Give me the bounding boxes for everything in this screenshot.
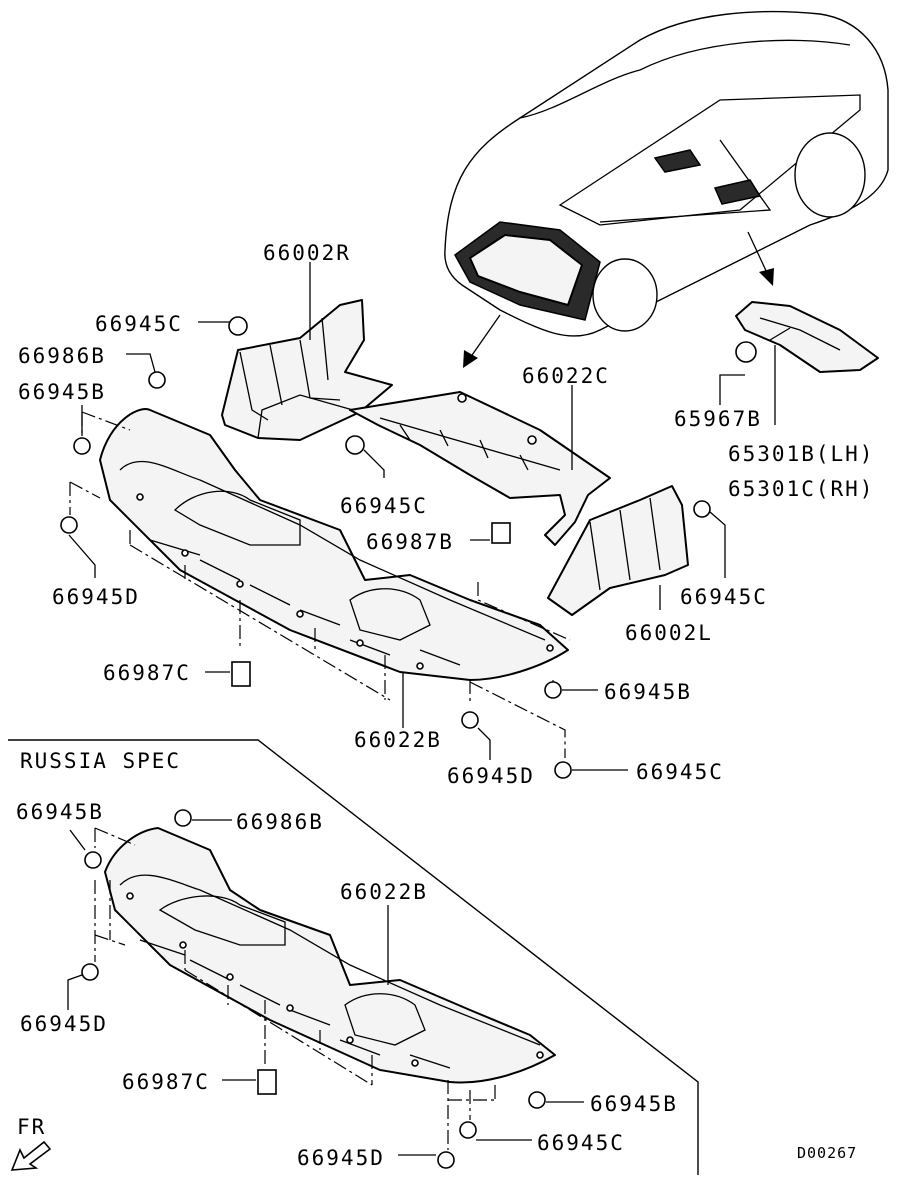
label-66945D-c: 66945D <box>20 1012 108 1036</box>
bolt-66987B <box>491 522 511 544</box>
clip-66945B-a <box>73 437 91 455</box>
leader-lines-russia <box>67 819 584 1156</box>
clip-66945C-d <box>554 761 572 779</box>
part-66022B-shape <box>99 408 569 681</box>
label-66987B: 66987B <box>366 530 454 554</box>
label-66987C-b: 66987C <box>122 1070 210 1094</box>
label-66986B-a: 66986B <box>18 344 106 368</box>
label-66002L: 66002L <box>625 621 713 645</box>
label-66945C-a: 66945C <box>95 312 183 336</box>
diagram-code: D00267 <box>797 1144 857 1162</box>
dash-guides-top <box>69 411 571 758</box>
label-66002R: 66002R <box>263 241 351 265</box>
part-66022B-russia-shape <box>104 827 556 1084</box>
fr-label: FR <box>17 1115 46 1139</box>
label-66945B-c: 66945B <box>16 800 104 824</box>
part-66022C-shape <box>349 391 611 546</box>
label-66987C-a: 66987C <box>103 661 191 685</box>
clip-66945D-d <box>437 1151 455 1169</box>
label-65967B: 65967B <box>674 407 762 431</box>
label-66022C: 66022C <box>522 364 610 388</box>
nut-66986B-a <box>148 371 166 389</box>
clip-66945C-e <box>459 1121 477 1139</box>
clip-66945D-a <box>60 516 78 534</box>
clip-66945C-c <box>693 500 711 518</box>
section-label: RUSSIA SPEC <box>20 749 181 773</box>
part-66002R-shape <box>221 299 393 441</box>
front-direction-indicator: FR <box>10 1115 52 1171</box>
clip-66945B-c <box>84 851 102 869</box>
clip-66945D-b <box>461 711 479 729</box>
fasteners-russia <box>81 809 546 1169</box>
leader-lines-top <box>68 262 776 771</box>
russia-spec-frame: RUSSIA SPEC <box>8 739 699 1175</box>
fasteners-top <box>60 316 757 779</box>
dash-guides-russia <box>94 827 496 1150</box>
label-66022B-a: 66022B <box>354 728 442 752</box>
clip-66945C-b <box>345 435 365 455</box>
label-66022B-b: 66022B <box>340 880 428 904</box>
label-66945D-b: 66945D <box>447 764 535 788</box>
clip-66945C-a <box>228 316 248 336</box>
labels-russia: 66986B 66945B 66022B 66945D 66987C 66945… <box>16 800 678 1170</box>
part-65301-shape <box>735 301 879 373</box>
label-66945C-b: 66945C <box>340 494 428 518</box>
clip-66945D-c <box>81 963 99 981</box>
label-66945D-a: 66945D <box>52 585 140 609</box>
part-66002L-shape <box>547 485 689 616</box>
label-66986B-b: 66986B <box>236 810 324 834</box>
label-65301B: 65301B(LH) <box>728 442 874 466</box>
label-66945D-d: 66945D <box>297 1146 385 1170</box>
bolt-66987C-b <box>257 1069 277 1095</box>
front-arrow-icon <box>10 1140 52 1171</box>
nut-66986B-b <box>174 809 192 827</box>
vehicle-outline <box>444 10 889 337</box>
label-66945B-a: 66945B <box>18 380 106 404</box>
clip-66945B-d <box>528 1091 546 1109</box>
bolt-66987C-a <box>231 661 251 687</box>
callout-arrows <box>463 231 774 368</box>
nut-65967B <box>735 341 757 363</box>
label-66945C-e: 66945C <box>537 1131 625 1155</box>
label-66945C-c: 66945C <box>680 585 768 609</box>
label-66945B-d: 66945B <box>590 1092 678 1116</box>
labels-top: 66002R 66945C 66986B 66945B 66022C 65967… <box>18 241 874 788</box>
clip-66945B-b <box>544 681 562 699</box>
label-66945B-b: 66945B <box>604 680 692 704</box>
label-65301C: 65301C(RH) <box>728 477 874 501</box>
label-66945C-d: 66945C <box>636 760 724 784</box>
